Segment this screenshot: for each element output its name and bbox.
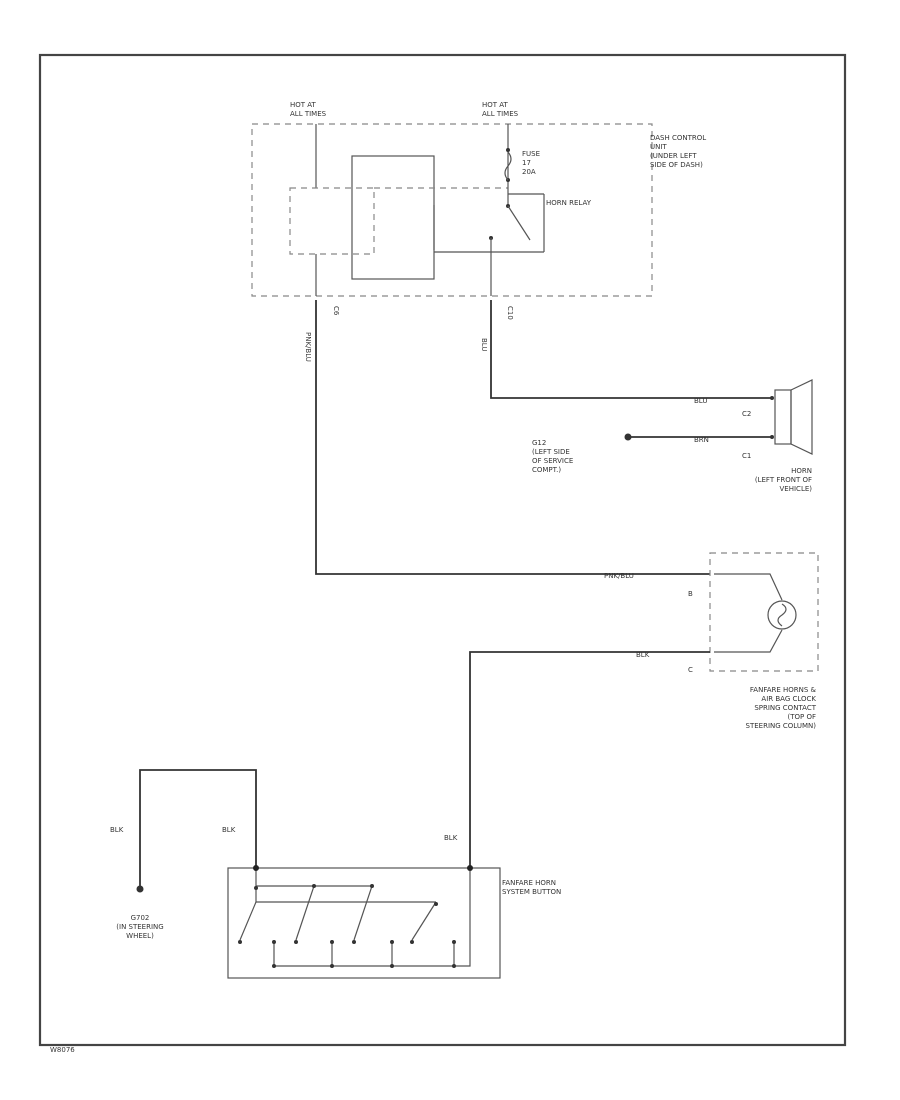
wire-blk-label-1: BLK (636, 651, 650, 659)
switch-icon (238, 865, 473, 968)
fuse-icon (504, 151, 512, 181)
blk-label-c: BLK (444, 834, 458, 842)
ground-steer-icon (136, 885, 144, 893)
relay-switch-contact (507, 205, 531, 241)
wire-blu-label-horizontal: BLU (694, 397, 707, 405)
horn-c1-label: C1 (742, 452, 751, 460)
connector-c10-label: C10 (506, 306, 514, 320)
relay-icon (351, 155, 435, 280)
wire-blk-clockspring (469, 651, 710, 868)
ground-icon (624, 433, 632, 441)
horn-c2-label: C2 (742, 410, 751, 418)
pin-c-label: C (688, 666, 693, 674)
connector-c6-label: C6 (332, 306, 340, 316)
wire-pnkblu-label-horizontal: PNK/BLU (604, 572, 634, 580)
wire-pnkblu-label-vertical: PNK/BLU (304, 332, 312, 362)
clockspring-icon (714, 573, 797, 653)
wire-pnk-blu (315, 300, 710, 575)
horn-relay-label: HORN RELAY (546, 199, 592, 207)
footer-code: W8076 (50, 1046, 75, 1054)
diagram-frame (38, 53, 847, 1047)
wire-blu (490, 300, 773, 399)
wire-blk-ground-steer (139, 769, 257, 888)
blk-label-b: BLK (222, 826, 236, 834)
dash-control-unit-box (251, 123, 653, 297)
switch-block (227, 867, 501, 979)
blk-label-a: BLK (110, 826, 124, 834)
wire-blu-label-vertical: BLU (480, 338, 488, 351)
relay-coil (289, 187, 375, 255)
clockspring-box (709, 552, 819, 672)
horn-icon (770, 379, 813, 455)
pin-b-label: B (688, 590, 693, 598)
wire-brn-label: BRN (694, 436, 709, 444)
